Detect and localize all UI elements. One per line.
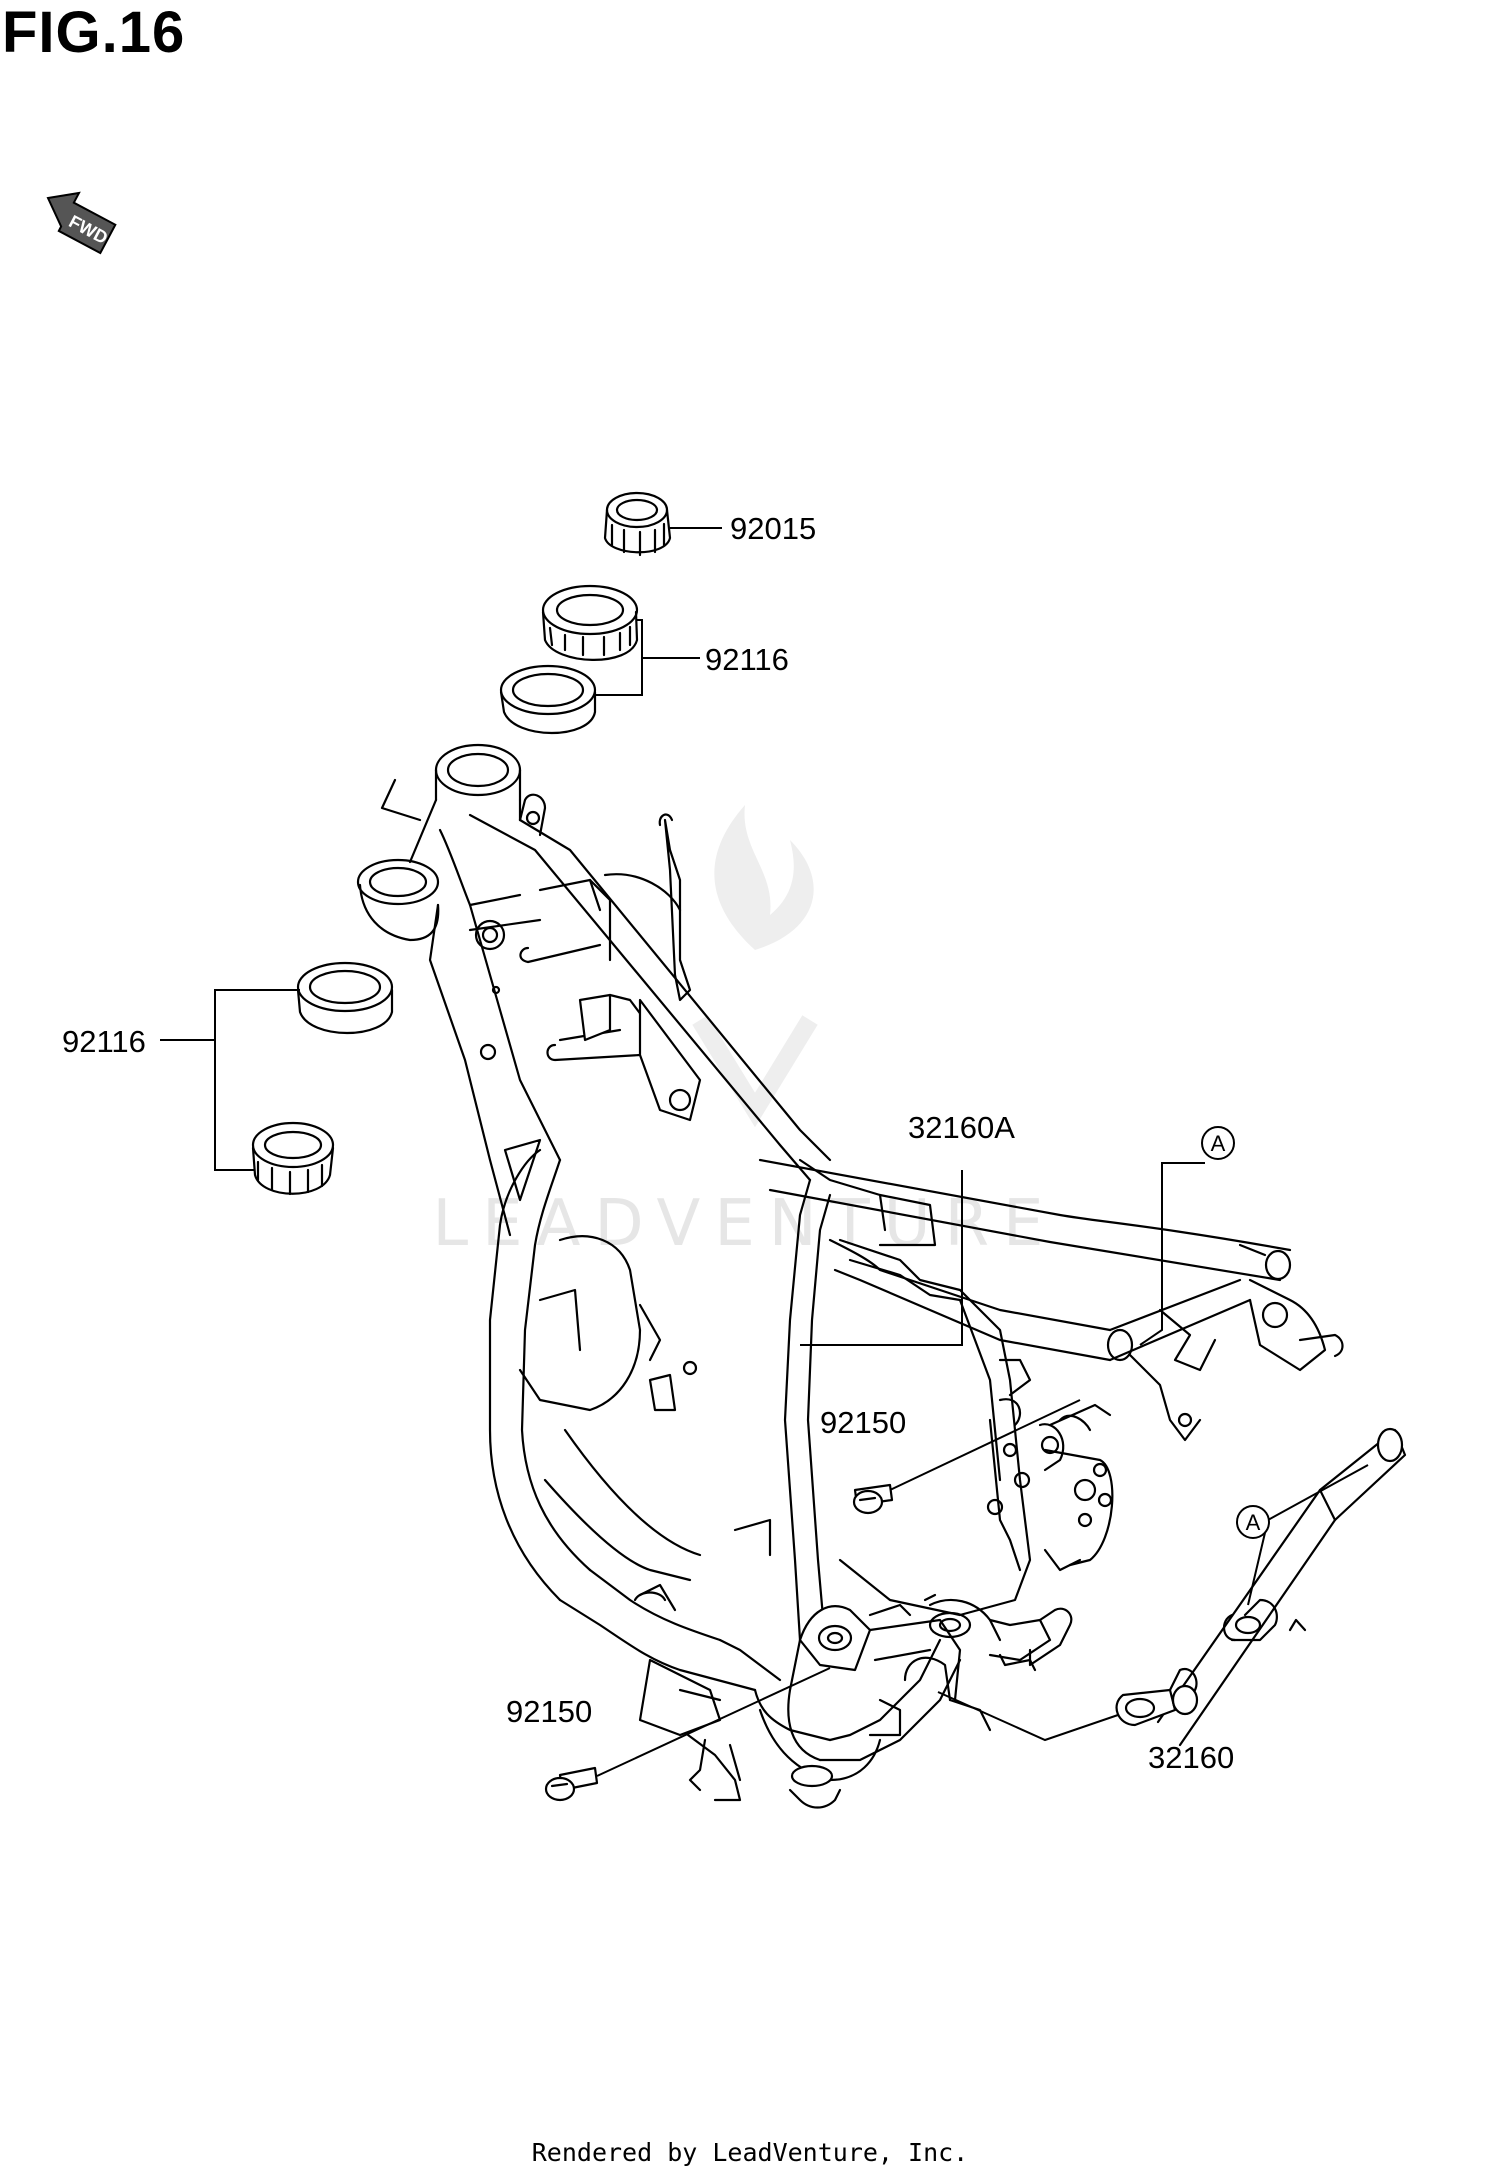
watermark: LEADVENTURE [433, 805, 1043, 1261]
callout-a-lower-letter: A [1246, 1510, 1261, 1535]
watermark-v-icon [692, 1015, 818, 1128]
footer-credit: Rendered by LeadVenture, Inc. [531, 2138, 969, 2167]
motorcycle-frame [251, 491, 1407, 1809]
part-label-32160[interactable]: 32160 [1148, 1740, 1234, 1775]
part-labels: 92015 92116 92116 32160A 92150 92150 321… [62, 511, 1234, 1775]
part-label-92150-lower[interactable]: 92150 [506, 1694, 592, 1729]
callout-a-upper-letter: A [1211, 1131, 1226, 1156]
fwd-arrow-icon: FWD [46, 191, 117, 255]
callouts: A A [1201, 1126, 1270, 1539]
watermark-flame-icon [714, 805, 814, 950]
part-label-92116-upper[interactable]: 92116 [705, 642, 789, 677]
callout-a-upper[interactable]: A [1201, 1126, 1235, 1160]
part-label-92150-upper[interactable]: 92150 [820, 1405, 906, 1440]
part-label-92116-lower[interactable]: 92116 [62, 1024, 146, 1059]
part-label-92015[interactable]: 92015 [730, 511, 816, 546]
leader-lines [160, 527, 1369, 1777]
figure-title: FIG.16 [2, 0, 186, 65]
part-label-32160a[interactable]: 32160A [908, 1110, 1015, 1145]
callout-a-lower[interactable]: A [1236, 1505, 1270, 1539]
